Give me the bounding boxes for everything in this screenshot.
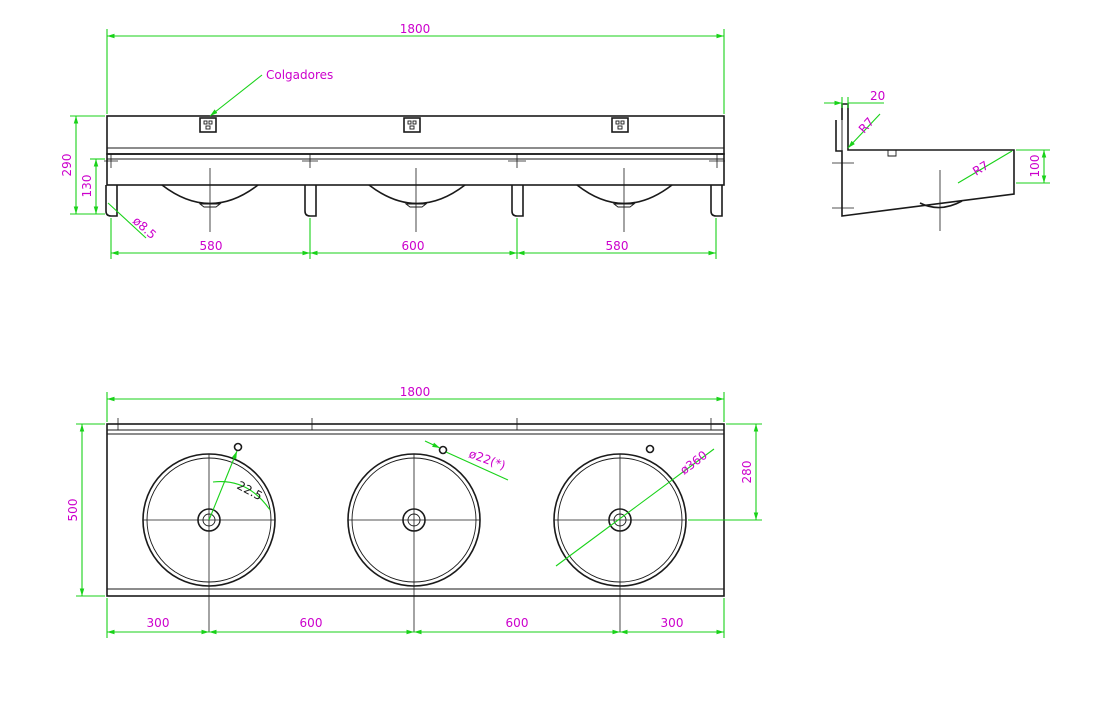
spacing-right-label: 580 <box>606 239 629 253</box>
height-total-label: 290 <box>60 154 74 177</box>
tap-hole-diameter-label: ø22(*) <box>467 447 507 473</box>
side-detail <box>887 150 897 157</box>
tap-hole-leader-b <box>445 451 509 481</box>
tap-hole-right <box>645 444 655 454</box>
end-right-label: 300 <box>661 616 684 630</box>
tap-angle-label: 22.5 <box>235 478 265 503</box>
radius-top-leader <box>847 113 881 149</box>
overall-width-label: 1800 <box>400 22 431 36</box>
side-bowl <box>919 200 963 209</box>
front-view: 1800 Colgadores 290 130 ø8.5 580 600 580 <box>60 22 725 259</box>
bowl-right <box>553 444 687 632</box>
tap-angle-leader <box>208 450 238 521</box>
tap-hole-middle <box>438 445 448 455</box>
between-1-label: 600 <box>300 616 323 630</box>
spacing-left-label: 580 <box>200 239 223 253</box>
side-view: 20 R7 R7 100 <box>824 89 1050 231</box>
tap-angle-arc <box>212 481 271 511</box>
spacing-middle-label: 600 <box>402 239 425 253</box>
hanger-middle <box>403 117 421 133</box>
upstand-thickness-label: 20 <box>870 89 885 103</box>
leg-diameter-label: ø8.5 <box>130 214 159 242</box>
front-apron <box>106 153 725 186</box>
height-front-label: 130 <box>80 175 94 198</box>
bowl-diameter-leader <box>555 448 715 567</box>
side-profile <box>835 103 1015 217</box>
radius-top-label: R7 <box>856 115 877 136</box>
front-bowls <box>161 168 673 232</box>
radius-front-leader <box>957 150 1013 184</box>
hanger-right <box>611 117 629 133</box>
bowl-middle <box>347 445 481 632</box>
top-view: 1800 500 280 ø22(*) ø360 22.5 300 600 60… <box>66 385 762 638</box>
front-height-label: 100 <box>1028 155 1042 178</box>
top-fixing-ticks <box>117 418 712 430</box>
hangers-label: Colgadores <box>266 68 333 82</box>
bowl-left <box>142 442 276 632</box>
end-left-label: 300 <box>147 616 170 630</box>
fixing-crosses <box>104 154 725 168</box>
radius-front-label: R7 <box>970 158 991 178</box>
top-overall-width-label: 1800 <box>400 385 431 399</box>
top-outline <box>106 423 725 597</box>
bowl-diameter-label: ø360 <box>677 448 710 477</box>
tap-hole-left <box>233 442 243 452</box>
hanger-leader <box>209 74 263 117</box>
hanger-left <box>199 117 217 133</box>
depth-label: 500 <box>66 499 80 522</box>
leg-diameter-leader <box>107 202 147 239</box>
bowl-center-depth-label: 280 <box>740 461 754 484</box>
front-legs <box>105 185 723 217</box>
between-2-label: 600 <box>506 616 529 630</box>
tap-hole-leader-a <box>424 440 441 449</box>
